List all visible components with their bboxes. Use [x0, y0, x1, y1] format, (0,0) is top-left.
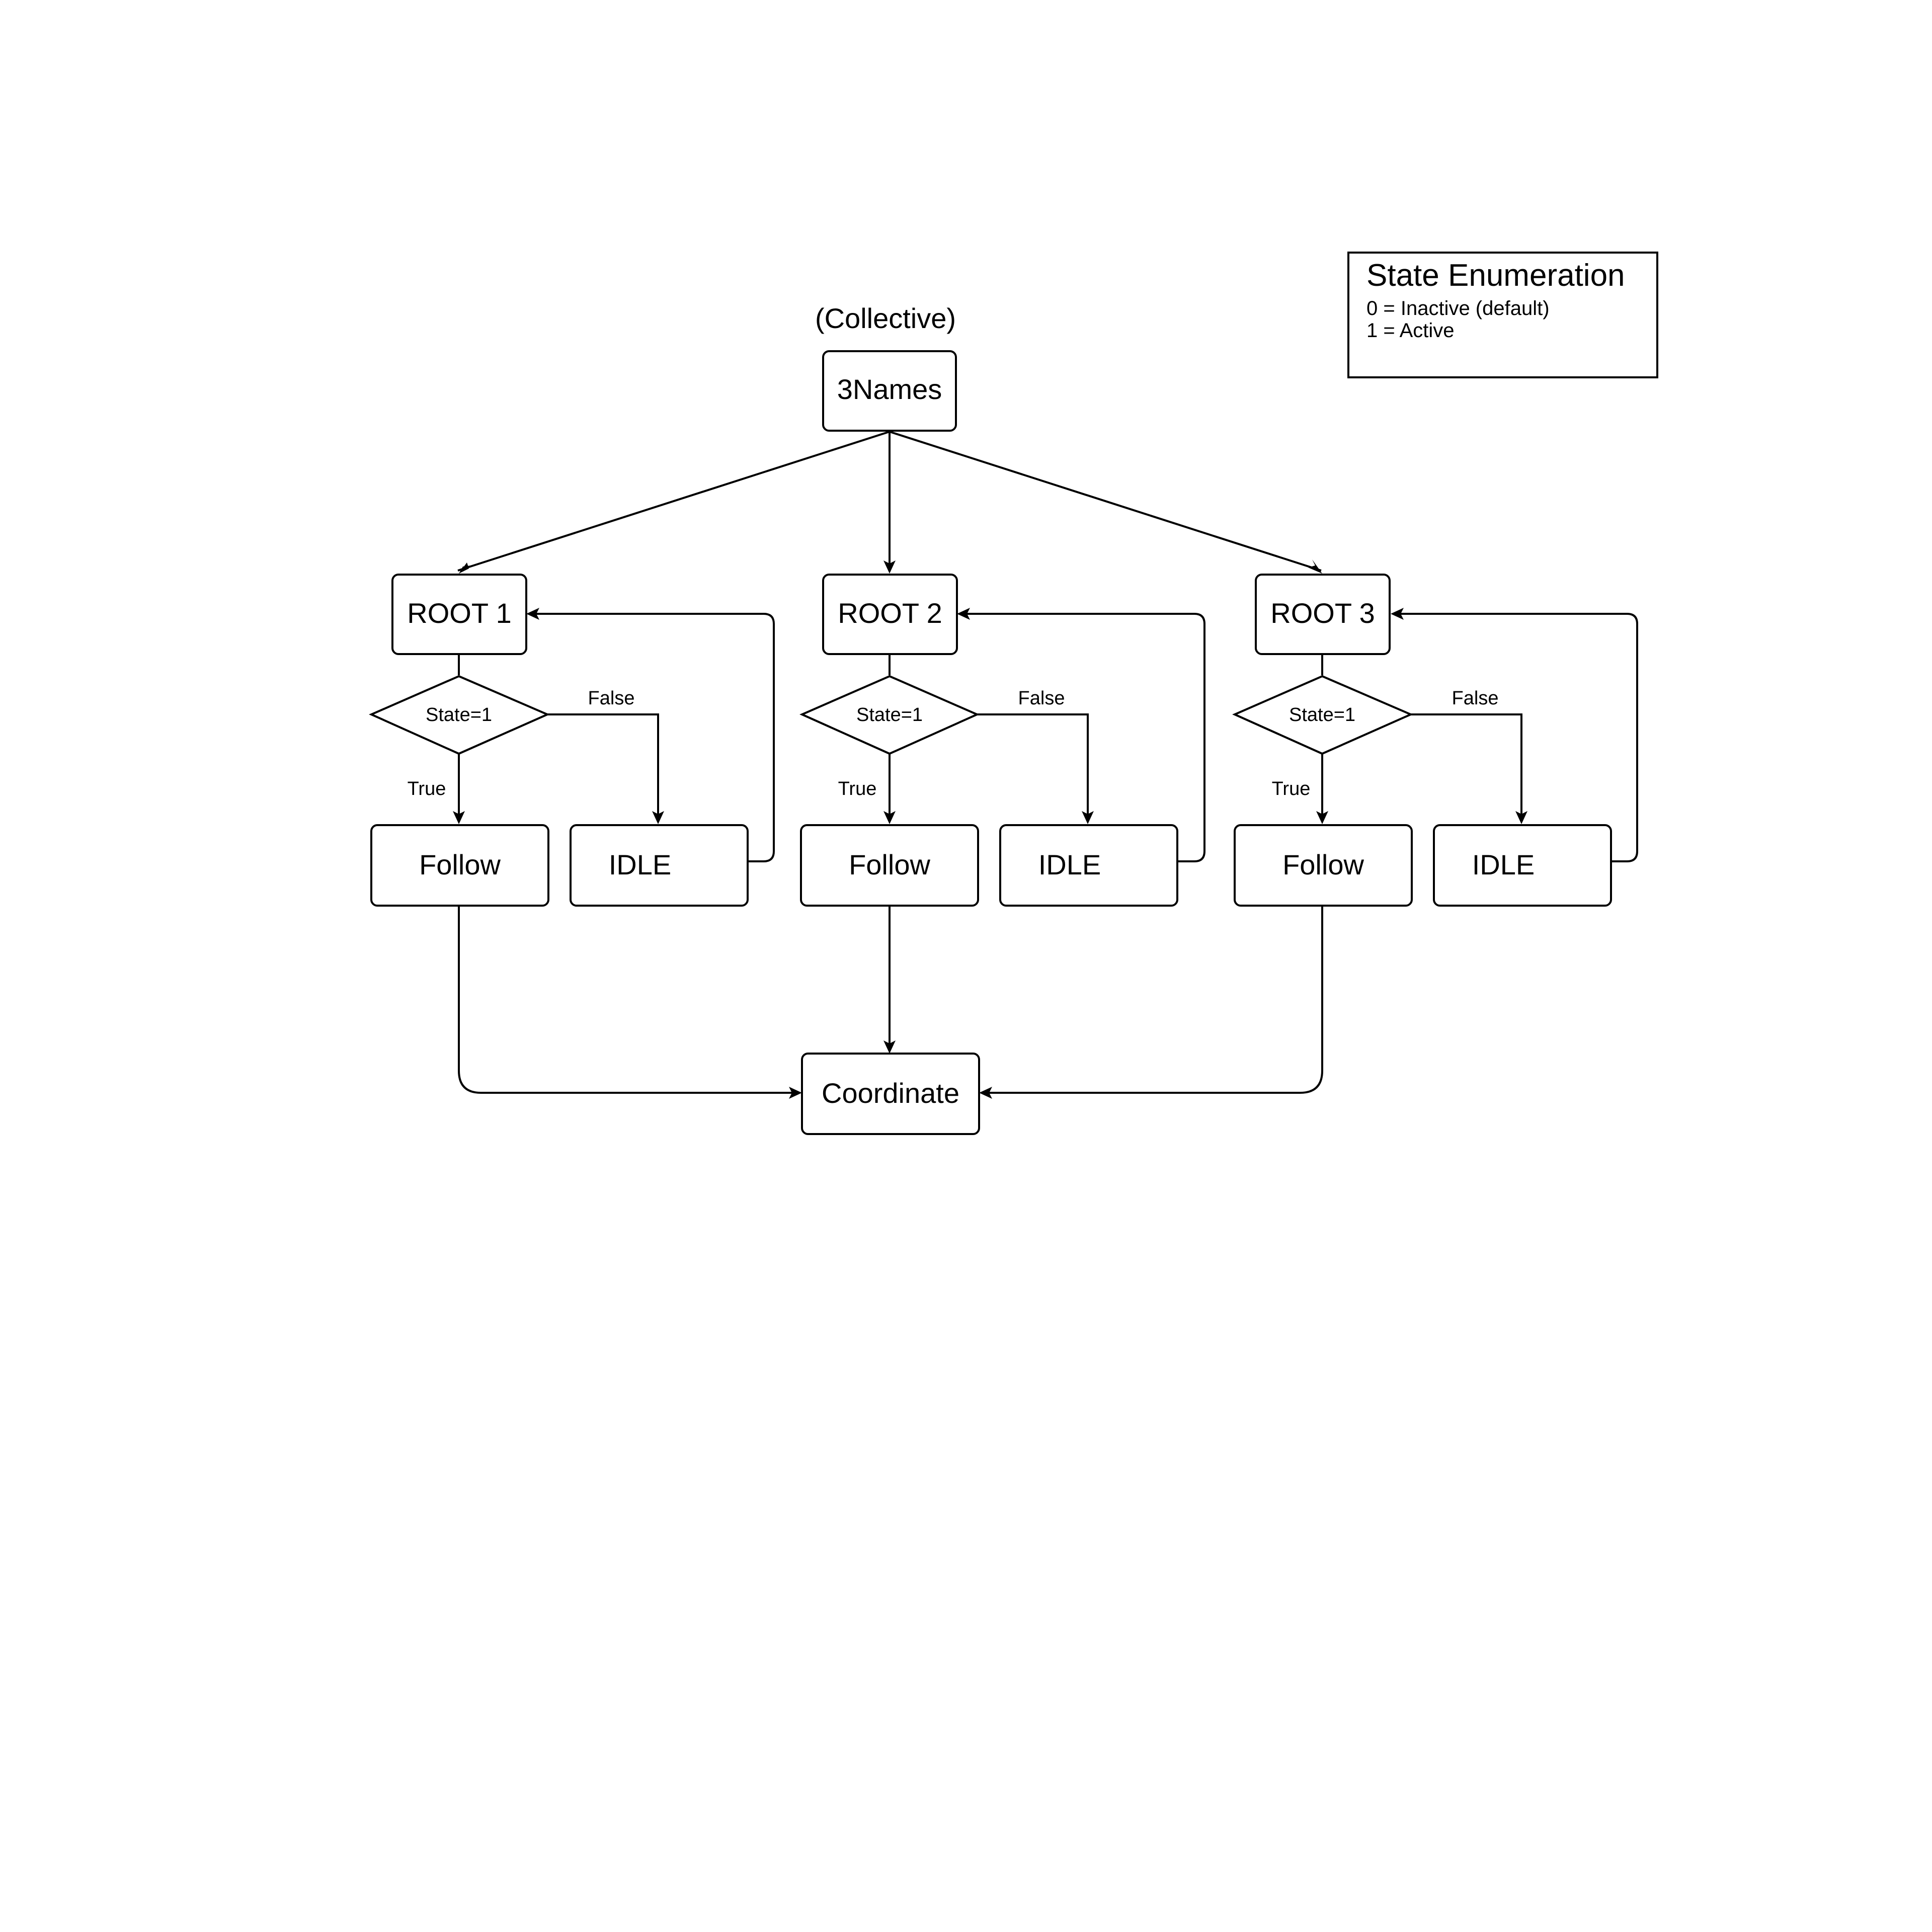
node-idle-3: IDLE	[1433, 824, 1612, 907]
node-follow-2: Follow	[800, 824, 979, 907]
node-3names: 3Names	[822, 350, 957, 432]
arrowhead-coordinate-right	[979, 1087, 992, 1099]
arrowhead-loop-root-3	[1391, 608, 1404, 620]
decision-2: State=1	[799, 675, 980, 755]
node-coordinate: Coordinate	[801, 1053, 980, 1135]
arrowhead-coordinate-top	[883, 1040, 896, 1054]
edge-decision-1-false	[547, 713, 659, 816]
edge-follow-3-to-coordinate	[987, 905, 1323, 1094]
decision-1-label: State=1	[426, 704, 492, 726]
edge-decision-2-false	[977, 713, 1089, 816]
decision-1: State=1	[369, 675, 550, 755]
node-follow-1: Follow	[370, 824, 549, 907]
edge-idle-2-loop-back	[965, 613, 1205, 862]
decision-1-true-label: True	[408, 778, 446, 799]
arrowhead-root-3	[1308, 559, 1322, 574]
edges	[457, 431, 1638, 1094]
node-idle-2: IDLE	[999, 824, 1178, 907]
node-idle-1: IDLE	[570, 824, 749, 907]
node-root-1: ROOT 1	[391, 574, 527, 655]
arrowhead-root-1-b	[459, 566, 471, 574]
edge-follow-1-to-coordinate	[458, 905, 794, 1094]
decision-3: State=1	[1232, 675, 1413, 755]
edge-top-to-root-3	[889, 431, 1322, 572]
arrowhead-loop-root-1	[526, 608, 539, 620]
node-follow-1-label: Follow	[419, 849, 501, 880]
decision-1-false-label: False	[588, 688, 635, 709]
node-root-3-label: ROOT 3	[1270, 597, 1375, 629]
node-follow-2-label: Follow	[849, 849, 930, 880]
node-follow-3: Follow	[1234, 824, 1413, 907]
arrowhead-coordinate-left	[789, 1087, 802, 1099]
arrowhead-idle-1	[652, 811, 664, 824]
legend-line-inactive: 0 = Inactive (default)	[1366, 297, 1550, 319]
legend-line-active: 1 = Active	[1366, 319, 1455, 342]
decision-3-true-label: True	[1272, 778, 1311, 799]
decision-3-label: State=1	[1289, 704, 1355, 726]
node-3names-label: 3Names	[837, 373, 942, 405]
node-root-2: ROOT 2	[822, 574, 958, 655]
edge-decision-3-false	[1411, 713, 1522, 816]
arrowhead-idle-2	[1082, 811, 1094, 824]
arrowhead-idle-3	[1515, 811, 1527, 824]
arrowhead-root-2	[883, 560, 896, 574]
arrowhead-follow-1	[453, 811, 465, 824]
collective-label: (Collective)	[815, 302, 956, 334]
arrowheads	[453, 559, 1527, 1099]
node-root-2-label: ROOT 2	[838, 597, 942, 629]
edge-idle-3-loop-back	[1398, 613, 1638, 862]
decision-2-label: State=1	[856, 704, 923, 726]
node-root-1-label: ROOT 1	[407, 597, 511, 629]
node-follow-3-label: Follow	[1282, 849, 1364, 880]
arrowhead-follow-2	[883, 811, 896, 824]
node-idle-2-label: IDLE	[1038, 849, 1101, 880]
decision-2-true-label: True	[838, 778, 877, 799]
legend-box: State Enumeration 0 = Inactive (default)…	[1347, 252, 1658, 378]
edge-top-to-root-1	[457, 431, 890, 572]
node-root-3: ROOT 3	[1255, 574, 1391, 655]
arrowhead-loop-root-2	[957, 608, 970, 620]
node-coordinate-label: Coordinate	[822, 1077, 959, 1109]
decision-2-false-label: False	[1018, 688, 1065, 709]
node-idle-3-label: IDLE	[1472, 849, 1535, 880]
legend-title: State Enumeration	[1366, 258, 1625, 293]
edge-idle-1-loop-back	[534, 613, 775, 862]
node-idle-1-label: IDLE	[609, 849, 672, 880]
arrowhead-follow-3	[1316, 811, 1328, 824]
decision-3-false-label: False	[1452, 688, 1499, 709]
